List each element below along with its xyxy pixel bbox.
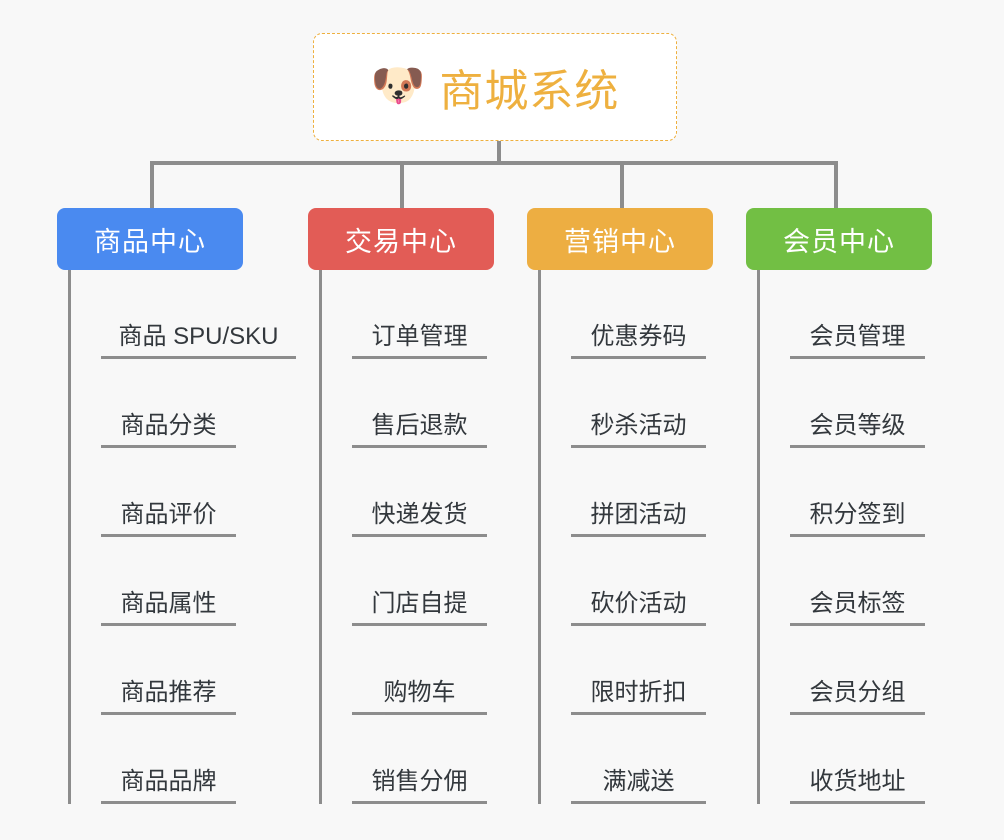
leaf-item[interactable]: 商品属性 [71, 537, 243, 626]
category-label-2: 交易中心 [345, 226, 457, 257]
category-column-2: 交易中心 订单管理 售后退款 快递发货 门店自提 购物车 销售分佣 [308, 208, 494, 804]
category-column-3: 营销中心 优惠券码 秒杀活动 拼团活动 砍价活动 限时折扣 满减送 [527, 208, 713, 804]
leaf-item[interactable]: 快递发货 [322, 448, 494, 537]
dog-face-icon: 🐶 [370, 61, 426, 110]
leaf-label: 订单管理 [352, 316, 487, 359]
leaf-item[interactable]: 限时折扣 [541, 626, 713, 715]
leaf-label: 商品品牌 [101, 761, 236, 804]
connector-horizontal-bus [150, 161, 838, 165]
leaf-item[interactable]: 拼团活动 [541, 448, 713, 537]
leaf-item[interactable]: 商品品牌 [71, 715, 243, 804]
leaf-label: 销售分佣 [352, 761, 487, 804]
category-column-4: 会员中心 会员管理 会员等级 积分签到 会员标签 会员分组 收货地址 [746, 208, 932, 804]
leaf-label: 商品 SPU/SKU [101, 316, 296, 359]
leaf-label: 商品评价 [101, 494, 236, 537]
leaf-label: 拼团活动 [571, 494, 706, 537]
leaf-item[interactable]: 会员等级 [760, 359, 932, 448]
connector-drop-3 [620, 161, 624, 208]
leaf-item[interactable]: 收货地址 [760, 715, 932, 804]
leaf-label: 收货地址 [790, 761, 925, 804]
leaf-item[interactable]: 满减送 [541, 715, 713, 804]
leaf-label: 优惠券码 [571, 316, 706, 359]
leaf-label: 门店自提 [352, 583, 487, 626]
leaf-label: 限时折扣 [571, 672, 706, 715]
leaf-item[interactable]: 售后退款 [322, 359, 494, 448]
leaf-item[interactable]: 秒杀活动 [541, 359, 713, 448]
connector-drop-2 [400, 161, 404, 208]
leaf-item[interactable]: 商品评价 [71, 448, 243, 537]
leaf-stack-4: 会员管理 会员等级 积分签到 会员标签 会员分组 收货地址 [757, 270, 932, 804]
leaf-label: 积分签到 [790, 494, 925, 537]
connector-drop-4 [834, 161, 838, 208]
root-node-mall-system[interactable]: 🐶 商城系统 [313, 33, 677, 141]
leaf-item[interactable]: 会员标签 [760, 537, 932, 626]
leaf-item[interactable]: 商品分类 [71, 359, 243, 448]
category-label-1: 商品中心 [94, 226, 206, 257]
connector-drop-1 [150, 161, 154, 208]
leaf-label: 会员管理 [790, 316, 925, 359]
leaf-label: 商品推荐 [101, 672, 236, 715]
leaf-label: 会员分组 [790, 672, 925, 715]
category-header-4[interactable]: 会员中心 [746, 208, 932, 270]
leaf-item[interactable]: 商品 SPU/SKU [71, 270, 296, 359]
leaf-item[interactable]: 商品推荐 [71, 626, 243, 715]
leaf-item[interactable]: 会员管理 [760, 270, 932, 359]
leaf-item[interactable]: 会员分组 [760, 626, 932, 715]
leaf-label: 商品属性 [101, 583, 236, 626]
leaf-item[interactable]: 砍价活动 [541, 537, 713, 626]
leaf-stack-1: 商品 SPU/SKU 商品分类 商品评价 商品属性 商品推荐 商品品牌 [68, 270, 296, 804]
leaf-label: 售后退款 [352, 405, 487, 448]
leaf-item[interactable]: 优惠券码 [541, 270, 713, 359]
leaf-item[interactable]: 购物车 [322, 626, 494, 715]
connector-root-stem [497, 141, 501, 164]
category-label-3: 营销中心 [564, 226, 676, 257]
leaf-stack-3: 优惠券码 秒杀活动 拼团活动 砍价活动 限时折扣 满减送 [538, 270, 713, 804]
leaf-label: 商品分类 [101, 405, 236, 448]
leaf-label: 快递发货 [352, 494, 487, 537]
leaf-label: 砍价活动 [571, 583, 706, 626]
leaf-item[interactable]: 积分签到 [760, 448, 932, 537]
leaf-label: 购物车 [352, 672, 487, 715]
leaf-item[interactable]: 销售分佣 [322, 715, 494, 804]
category-label-4: 会员中心 [783, 226, 895, 257]
leaf-label: 满减送 [571, 761, 706, 804]
leaf-label: 会员等级 [790, 405, 925, 448]
leaf-label: 会员标签 [790, 583, 925, 626]
leaf-label: 秒杀活动 [571, 405, 706, 448]
root-node-label: 商城系统 [439, 67, 620, 116]
leaf-stack-2: 订单管理 售后退款 快递发货 门店自提 购物车 销售分佣 [319, 270, 494, 804]
category-column-1: 商品中心 商品 SPU/SKU 商品分类 商品评价 商品属性 商品推荐 商品品牌 [57, 208, 296, 804]
leaf-item[interactable]: 订单管理 [322, 270, 494, 359]
category-header-3[interactable]: 营销中心 [527, 208, 713, 270]
category-header-1[interactable]: 商品中心 [57, 208, 243, 270]
leaf-item[interactable]: 门店自提 [322, 537, 494, 626]
category-header-2[interactable]: 交易中心 [308, 208, 494, 270]
